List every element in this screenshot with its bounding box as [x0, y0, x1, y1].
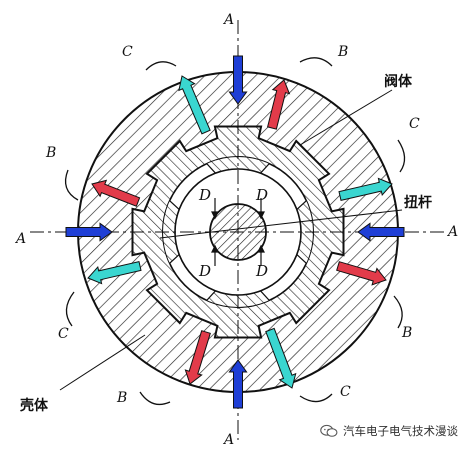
inlet-arrow-top — [228, 55, 248, 105]
chamber-label-d-top-right: D — [255, 186, 268, 204]
chamber-label-d-bottom-left: D — [198, 262, 211, 280]
curve-c-bottom-right — [299, 393, 333, 403]
port-label-a-left: A — [14, 231, 26, 247]
chamber-label-d-bottom-right: D — [255, 262, 268, 280]
return-arrow-left — [87, 261, 142, 285]
pressure-arrow-bottom-left — [184, 330, 211, 385]
port-label-c-right: C — [409, 116, 420, 132]
chamber-flow-arrows — [211, 198, 265, 266]
inlet-arrow-bottom — [228, 359, 248, 409]
port-label-a-top: A — [222, 12, 234, 28]
port-label-b-right: B — [401, 325, 412, 341]
curve-c-right — [397, 139, 406, 173]
watermark: 汽车电子电气技术漫谈 — [320, 420, 458, 442]
curve-b-left — [64, 169, 79, 201]
pressure-arrow-left — [91, 179, 141, 207]
return-arrow-top-left — [178, 75, 211, 135]
curve-b-right — [393, 295, 403, 329]
port-label-b-left: B — [45, 145, 56, 161]
torsion-bar-label: 扭杆 — [404, 194, 432, 211]
housing-label: 壳体 — [19, 397, 49, 414]
valve-body-label: 阀体 — [384, 73, 413, 90]
pressure-arrow-right — [336, 261, 387, 286]
port-label-b-bottom-left: B — [116, 390, 127, 406]
port-label-b-top-right: B — [337, 44, 348, 60]
torsion-bar-leader — [159, 209, 403, 239]
curved-flow-arrows — [64, 57, 406, 406]
valve-body-leader — [299, 89, 393, 146]
inlet-arrow-right — [357, 222, 405, 242]
chamber-label-d-top-left: D — [198, 186, 211, 204]
curve-c-left — [65, 291, 75, 327]
curve-b-bottom-left — [139, 391, 171, 406]
return-arrow-right — [338, 177, 393, 201]
spool-rotor — [163, 157, 313, 307]
watermark-text: 汽车电子电气技术漫谈 — [343, 424, 458, 438]
inlet-arrow-left — [65, 222, 113, 242]
pressure-arrow-top-right — [266, 79, 291, 130]
wechat-icon — [320, 424, 338, 437]
port-label-c-bottom-right: C — [340, 384, 351, 400]
curve-c-top-left — [145, 61, 177, 71]
return-arrow-bottom-right — [265, 327, 297, 389]
port-label-a-right: A — [446, 224, 458, 240]
port-label-a-bottom: A — [222, 432, 234, 448]
port-label-c-top-left: C — [122, 44, 133, 60]
flow-arrows — [65, 55, 405, 409]
curve-b-top-right — [299, 57, 333, 67]
housing-leader — [59, 334, 146, 391]
port-label-c-left: C — [58, 326, 69, 342]
